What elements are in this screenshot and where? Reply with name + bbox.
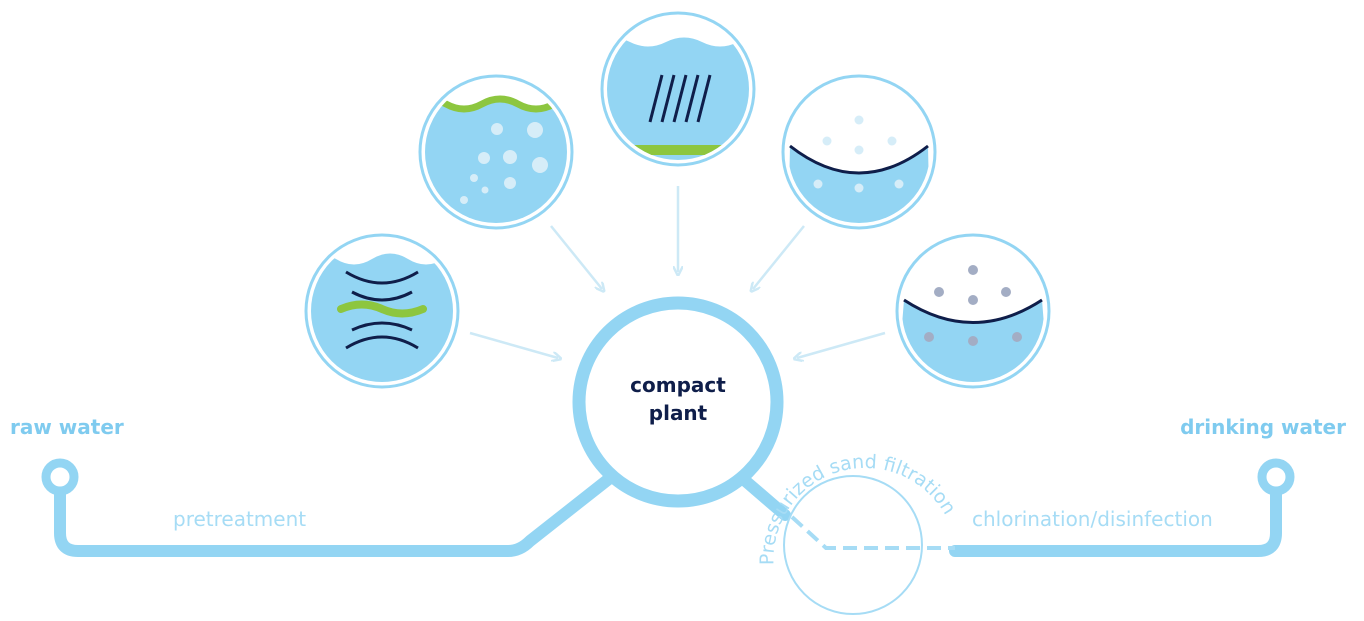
arrow-from-flotation <box>550 225 602 289</box>
raw-water-pipe <box>54 472 616 557</box>
flotation-icon <box>418 74 574 230</box>
arrow-from-filtration <box>797 331 886 358</box>
coagulation-icon <box>304 233 460 389</box>
pressurized-filter-circle <box>783 475 923 615</box>
compact-plant-label-line2: plant <box>649 401 708 425</box>
pretreatment-label: pretreatment <box>173 507 306 531</box>
arrow-from-sedimentation <box>753 225 805 289</box>
raw-water-endpoint <box>41 458 79 496</box>
chlorination-label: chlorination/disinfection <box>972 507 1213 531</box>
drinking-water-pipe <box>949 481 1282 557</box>
sedimentation-icon <box>781 74 937 230</box>
compact-plant-label-line1: compact <box>630 373 726 397</box>
drinking-water-endpoint <box>1257 458 1295 496</box>
process-arrows <box>469 186 886 358</box>
pipe-network <box>54 472 1282 557</box>
arrow-from-coagulation <box>469 331 558 358</box>
filter-dashed-path <box>790 515 955 550</box>
filtration-icon <box>895 233 1051 389</box>
raw-water-label: raw water <box>10 415 124 439</box>
compact-plant-circle <box>572 296 784 508</box>
filter-inlet-pipe <box>736 472 791 521</box>
lamella-settling-icon <box>600 11 756 167</box>
drinking-water-label: drinking water <box>1180 415 1346 439</box>
